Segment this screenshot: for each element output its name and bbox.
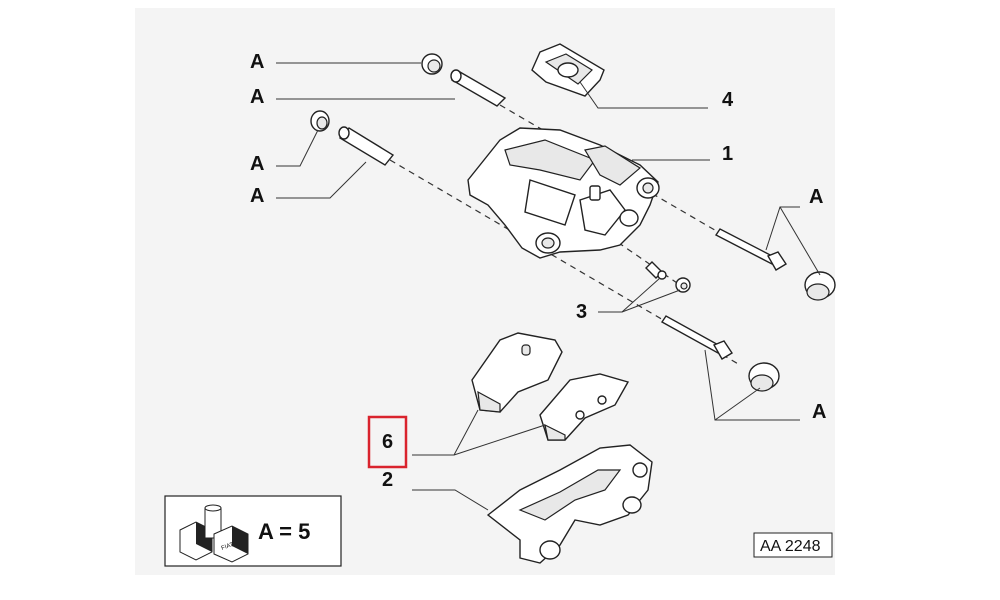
label-6: 6 xyxy=(382,431,393,453)
bolt-lower xyxy=(660,315,733,360)
label-a-4: A xyxy=(250,185,264,207)
label-2: 2 xyxy=(382,469,393,491)
label-a-2: A xyxy=(250,86,264,108)
leader-6b xyxy=(453,424,546,456)
legend-box: FIAT A = 5 xyxy=(164,495,342,567)
diagram-panel xyxy=(135,8,835,575)
brake-pad-outer xyxy=(539,373,630,441)
label-a-3: A xyxy=(250,153,264,175)
leader-a-5b xyxy=(779,206,821,276)
label-1: 1 xyxy=(722,143,733,165)
bushing-upper xyxy=(421,53,443,75)
leader-3b xyxy=(621,289,681,313)
highlight-box xyxy=(367,415,408,469)
guide-pin-lower xyxy=(338,126,395,166)
brake-pad-inner xyxy=(471,332,563,413)
leader-2 xyxy=(412,489,489,511)
label-3: 3 xyxy=(576,301,587,323)
anti-rattle-clip xyxy=(531,43,605,97)
drawing-code: AA 2248 xyxy=(760,538,821,555)
bleed-screw-cap xyxy=(675,277,691,293)
leader-a-6b xyxy=(714,387,761,421)
leader-a-4 xyxy=(276,161,367,199)
legend-text: A = 5 xyxy=(258,519,310,544)
bolt-upper xyxy=(714,228,787,271)
leader-a-3 xyxy=(276,129,319,167)
label-a-6: A xyxy=(812,401,826,423)
guide-pin-upper xyxy=(450,69,507,107)
bushing-lower xyxy=(310,110,330,132)
drawing-code-box: AA 2248 xyxy=(753,532,833,558)
can-label: FIAT xyxy=(221,542,235,552)
label-a-5: A xyxy=(809,186,823,208)
bleed-screw xyxy=(645,261,667,280)
dust-cap-upper xyxy=(804,271,836,301)
grease-kit-icon: FIAT xyxy=(179,504,249,563)
dust-cap-lower xyxy=(748,362,780,392)
leader-4 xyxy=(579,81,708,109)
label-a-1: A xyxy=(250,51,264,73)
label-4: 4 xyxy=(722,89,734,111)
axis-line-lower xyxy=(389,159,741,366)
caliper-bracket xyxy=(486,444,653,564)
caliper-body xyxy=(467,127,660,259)
